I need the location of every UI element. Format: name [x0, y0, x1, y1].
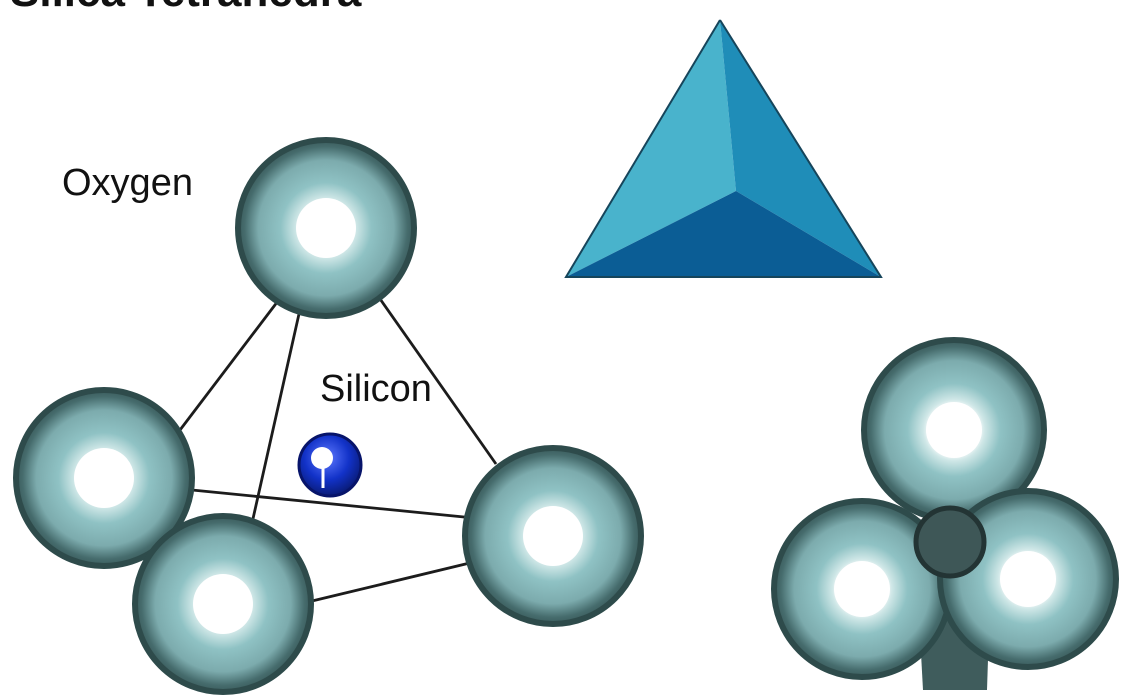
oxygen-atom-right — [462, 445, 644, 627]
diagram-title: Silica Tetrahedra — [10, 0, 362, 16]
oxygen-atom-left — [13, 387, 195, 569]
silicon-atom — [297, 432, 363, 498]
bond-lines — [178, 295, 498, 603]
bond-top-right — [376, 295, 498, 465]
oxygen-label: Oxygen — [62, 162, 193, 204]
space-filling-oxygen-left — [771, 498, 953, 680]
bond-left-right — [191, 488, 475, 520]
oxygen-atom-top — [235, 137, 417, 319]
bond-top-front — [246, 304, 303, 542]
tetrahedron-shape — [564, 19, 883, 278]
space-filling-center-atom — [913, 505, 987, 579]
oxygen-atom-front — [132, 513, 314, 695]
space-filling-model — [771, 337, 1119, 690]
bond-top-left — [178, 296, 283, 431]
silicon-label: Silicon — [320, 368, 432, 410]
bond-front-right — [311, 559, 479, 603]
